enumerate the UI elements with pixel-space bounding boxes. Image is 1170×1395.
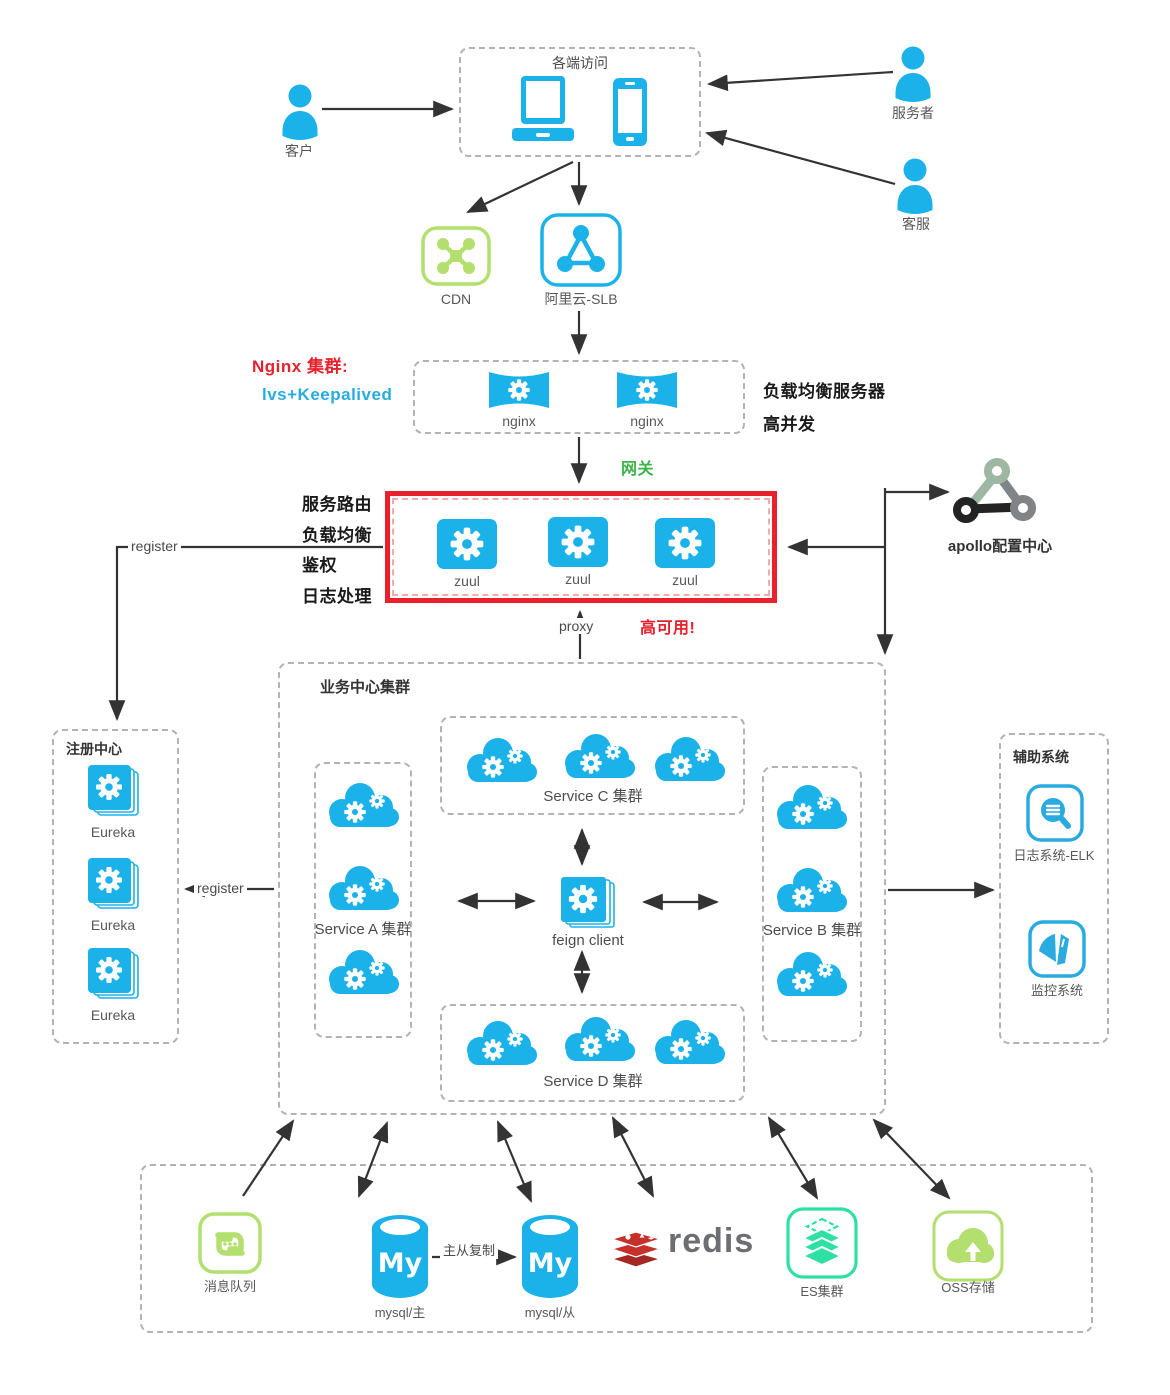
es-cluster-label: ES集群 [800,1284,844,1299]
laptop-icon [512,76,574,151]
svg-text:My: My [528,1248,573,1279]
nginx-cluster-subtitle: lvs+Keepalived [262,385,393,404]
service-b-label: Service B 集群 [762,922,862,939]
provider-label: 服务者 [892,105,934,121]
nginx-box [413,360,745,434]
service-b-cloud-1 [772,783,850,838]
oss-storage-icon [932,1210,1004,1287]
registry-title: 注册中心 [66,741,122,757]
register-label-top: register [128,538,181,554]
aux-box [999,733,1109,1044]
mysql-slave-label: mysql/从 [524,1305,576,1320]
zuul-icon-3 [655,518,715,573]
business-cluster-box [278,662,886,1115]
es-cluster-icon [786,1207,858,1284]
apollo-label: apollo配置中心 [947,538,1053,555]
eureka-icon-2 [86,856,140,917]
slb-label: 阿里云-SLB [544,291,618,307]
service-d-cloud-2 [560,1015,638,1070]
redis-icon [608,1222,664,1275]
phone-icon [612,77,648,152]
mysql-master-icon: My [369,1212,431,1309]
customer-label: 客户 [285,143,313,159]
replication-label: 主从复制 [440,1240,499,1259]
message-queue-label: 消息队列 [203,1279,256,1294]
cdn-icon [421,226,491,291]
eureka-icon-3 [86,946,140,1007]
mysql-slave-icon: My [519,1212,581,1309]
registry-box [52,729,179,1044]
service-a-box [314,762,412,1038]
service-d-cloud-1 [462,1019,540,1074]
feign-client-icon [559,875,617,936]
nginx-cluster-title: Nginx 集群: [252,357,349,376]
zuul-icon-2 [548,517,608,572]
support-label: 客服 [902,216,930,232]
service-c-label: Service C 集群 [543,788,643,805]
load-balancer-note: 负载均衡服务器 [763,382,886,401]
service-b-box [762,766,862,1042]
feature-auth: 鉴权 [302,556,337,575]
zuul-label-3: zuul [672,572,698,588]
eureka-label-1: Eureka [90,824,136,840]
service-a-cloud-2 [324,864,402,919]
cdn-label: CDN [440,291,472,307]
eureka-label-3: Eureka [90,1007,136,1023]
device-access-title: 各端访问 [552,55,608,71]
eureka-label-2: Eureka [90,917,136,933]
provider-person-icon [894,46,932,109]
feature-routing: 服务路由 [302,495,372,514]
feature-logging: 日志处理 [302,587,372,606]
aux-title: 辅助系统 [1013,749,1069,765]
zuul-label-2: zuul [565,571,591,587]
nginx-label-1: nginx [502,413,536,429]
monitor-icon [1028,920,1086,983]
service-d-box [440,1004,745,1102]
nginx-icon-2 [616,369,678,416]
service-d-label: Service D 集群 [543,1073,643,1090]
support-person-icon [896,158,934,221]
service-c-cloud-1 [462,736,540,791]
business-cluster-title: 业务中心集群 [320,679,411,696]
mysql-master-label: mysql/主 [374,1305,426,1320]
device-access-box [459,47,701,157]
gateway-label: 网关 [621,461,655,478]
customer-person-icon [281,84,319,147]
proxy-label: proxy [556,618,597,634]
svg-text:My: My [378,1248,423,1279]
service-b-cloud-2 [772,866,850,921]
service-a-cloud-3 [324,948,402,1003]
service-d-cloud-3 [650,1018,728,1073]
high-concurrency-note: 高并发 [763,415,816,434]
high-availability-label: 高可用! [640,620,696,637]
eureka-icon-1 [86,763,140,824]
apollo-icon [951,457,1039,536]
redis-wordmark: redis [668,1222,755,1260]
nginx-label-2: nginx [630,413,664,429]
monitor-label: 监控系统 [1030,983,1083,998]
elk-log-icon [1026,784,1084,847]
service-c-box [440,716,745,815]
nginx-icon-1 [488,369,550,416]
service-c-cloud-2 [560,732,638,787]
service-b-cloud-3 [772,950,850,1005]
feature-load-balance: 负载均衡 [302,526,372,545]
service-a-cloud-1 [324,781,402,836]
zuul-label-1: zuul [454,573,480,589]
service-a-label: Service A 集群 [314,921,412,938]
elk-label: 日志系统-ELK [1013,848,1095,863]
zuul-gateway-box [385,491,777,603]
register-label-cluster: register [194,880,247,896]
feign-client-label: feign client [552,932,624,949]
message-queue-icon [198,1212,262,1279]
oss-storage-label: OSS存储 [941,1280,995,1295]
zuul-icon-1 [437,519,497,574]
service-c-cloud-3 [650,735,728,790]
slb-icon [540,213,622,292]
